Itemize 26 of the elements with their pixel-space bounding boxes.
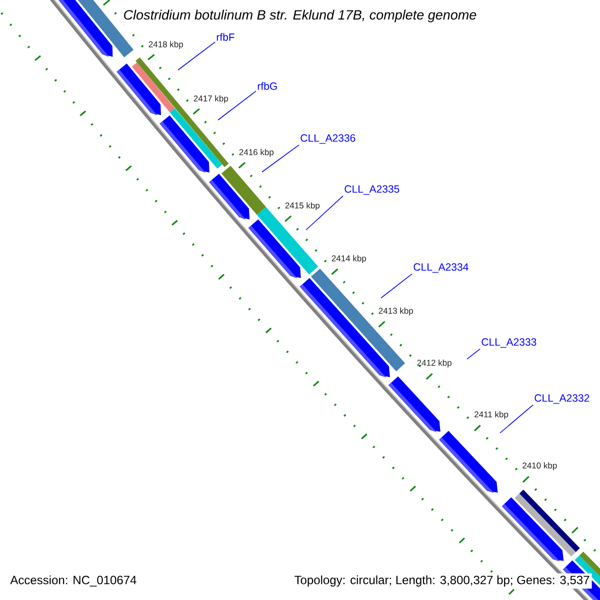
gene-label: CLL_A2335: [344, 185, 400, 195]
gene-label: CLL_A2333: [482, 338, 536, 348]
info-text: Topology: circular; Length: 3,800,327 bp; Genes: 3,537: [292, 573, 592, 589]
gene-label: CLL_A2332: [534, 394, 590, 404]
leader-line: [380, 274, 412, 298]
gene-label: rfbG: [258, 82, 277, 90]
info-text: Accession: NC_010674: [8, 573, 139, 589]
tick-label: 2416 kbp: [239, 148, 274, 157]
tick-label: 2414 kbp: [332, 255, 366, 264]
title: Clostridium botulinum B str. Eklund 17B, complete genome: [120, 6, 480, 26]
tick-label: 2417 kbp: [194, 95, 228, 104]
tick-label: 2415 kbp: [285, 202, 320, 210]
leader-line: [306, 196, 344, 230]
gene-label: rfbF: [216, 33, 234, 41]
tick-label: 2418 kbp: [148, 41, 183, 49]
tick-label: 2412 kbp: [417, 360, 452, 368]
tick-label: 2413 kbp: [378, 308, 413, 316]
gene-label: CLL_A2334: [414, 263, 468, 273]
tick-label: 2410 kbp: [522, 462, 557, 470]
leader-line: [466, 348, 480, 360]
tick-label: 2411 kbp: [474, 411, 508, 420]
leader-line: [262, 144, 300, 172]
gene-label: CLL_A2336: [300, 134, 356, 144]
leader-line: [218, 90, 256, 120]
leader-line: [500, 404, 534, 434]
leader-line: [178, 42, 216, 70]
